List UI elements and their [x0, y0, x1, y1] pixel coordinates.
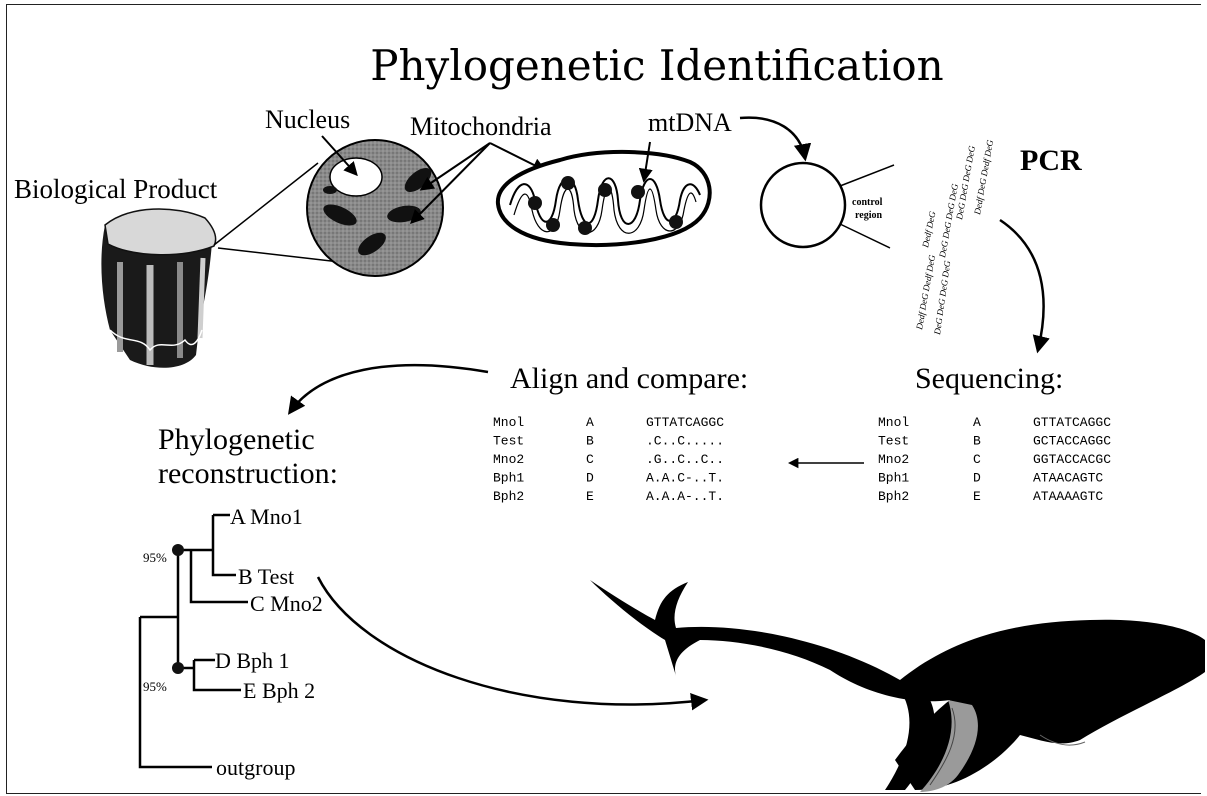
control-region-line-top — [840, 165, 894, 186]
seq-table-row-4-code: D — [973, 471, 981, 486]
align-table-row-4-seq: A.A.C-..T. — [646, 471, 724, 486]
seq-table-row-3-code: C — [973, 452, 981, 467]
pcr-fragments: Dedf DeG DeG DeG DeG DeG Dedf DeG Dedf D… — [914, 139, 995, 337]
align-table-row-4-name: Bph1 — [493, 471, 524, 486]
align-to-phylo-arrow — [290, 365, 488, 412]
align-table-row-3-seq: .G..C..C.. — [646, 452, 724, 467]
align-table: Mnol A GTTATCAGGC Test B .C..C..... Mno2 C .G..C… — [493, 415, 724, 504]
bootstrap-label-top: 95% — [143, 550, 167, 565]
sequencing-heading: Sequencing: — [915, 362, 1063, 395]
align-table-row-3-code: C — [586, 452, 594, 467]
seq-table-row-2-seq: GCTACCAGGC — [1033, 434, 1111, 449]
align-table-row-1-code: A — [586, 415, 594, 430]
bootstrap-label-bottom: 95% — [143, 679, 167, 694]
seq-table-row-1-seq: GTTATCAGGC — [1033, 415, 1111, 430]
pcr-fragment-4: DeG DeG DeG DeG — [932, 259, 953, 336]
pcr-label: PCR — [1020, 144, 1082, 177]
pcr-fragment-2: DeG DeG DeG DeG — [937, 183, 960, 260]
mtdna-circle — [761, 163, 845, 247]
align-table-row-2-name: Test — [493, 434, 524, 449]
seq-table-row-2-name: Test — [878, 434, 909, 449]
mtdna-to-circle-arrow — [740, 118, 805, 158]
zoom-line-top — [214, 163, 318, 245]
align-table-row-5-name: Bph2 — [493, 489, 524, 504]
align-table-row-2-code: B — [586, 434, 594, 449]
seq-table-row-1-name: Mnol — [878, 415, 909, 430]
biological-product-label: Biological Product — [14, 174, 218, 204]
tree-leaf-b: B Test — [238, 564, 294, 589]
tree-leaf-e: E Bph 2 — [243, 678, 315, 703]
align-table-row-5-seq: A.A.A-..T. — [646, 489, 724, 504]
align-compare-heading: Align and compare: — [510, 362, 748, 395]
cell-shape — [307, 140, 443, 276]
seq-table-row-2-code: B — [973, 434, 981, 449]
control-region-label-2: region — [855, 210, 882, 221]
test-to-whale-arrow — [318, 577, 705, 704]
align-table-row-5-code: E — [586, 489, 594, 504]
sequencing-table: Mnol A GTTATCAGGC Test B GCTACCAGGC Mno2 C GGTAC… — [878, 415, 1111, 504]
nucleus-label: Nucleus — [265, 105, 350, 134]
mitochondrion-shape — [498, 152, 710, 245]
seq-table-row-5-name: Bph2 — [878, 489, 909, 504]
biological-product-shape — [101, 209, 215, 368]
seq-table-row-4-seq: ATAACAGTC — [1033, 471, 1103, 486]
pcr-to-sequencing-arrow — [1000, 220, 1044, 350]
align-table-row-4-code: D — [586, 471, 594, 486]
diagram-title: Phylogenetic Identification — [370, 41, 944, 90]
mitochondria-arrow-1 — [422, 143, 490, 189]
seq-table-row-3-name: Mno2 — [878, 452, 909, 467]
seq-table-row-3-seq: GGTACCACGC — [1033, 452, 1111, 467]
phylo-heading-line-2: reconstruction: — [158, 457, 338, 490]
seq-table-row-5-seq: ATAAAAGTC — [1033, 489, 1103, 504]
seq-table-row-4-name: Bph1 — [878, 471, 909, 486]
pcr-fragment-1: Dedf DeG — [920, 210, 938, 249]
control-region-label-1: control — [852, 197, 883, 208]
seq-table-row-1-code: A — [973, 415, 981, 430]
tree-leaf-c: C Mno2 — [250, 591, 323, 616]
align-table-row-2-seq: .C..C..... — [646, 434, 724, 449]
bootstrap-node-bottom — [172, 662, 184, 674]
align-table-row-1-seq: GTTATCAGGC — [646, 415, 724, 430]
humpback-whale-silhouette — [590, 580, 1205, 792]
seq-table-row-5-code: E — [973, 489, 981, 504]
control-region-line-bottom — [840, 224, 890, 248]
phylo-heading-line-1: Phylogenetic — [158, 423, 315, 456]
tree-leaf-d: D Bph 1 — [215, 648, 290, 673]
tree-leaf-a: A Mno1 — [230, 504, 303, 529]
mitochondria-label: Mitochondria — [410, 112, 552, 141]
mtdna-label: mtDNA — [648, 108, 732, 137]
align-table-row-3-name: Mno2 — [493, 452, 524, 467]
tree-leaf-outgroup: outgroup — [216, 755, 295, 780]
align-table-row-1-name: Mnol — [493, 415, 524, 430]
bootstrap-node-top — [172, 544, 184, 556]
